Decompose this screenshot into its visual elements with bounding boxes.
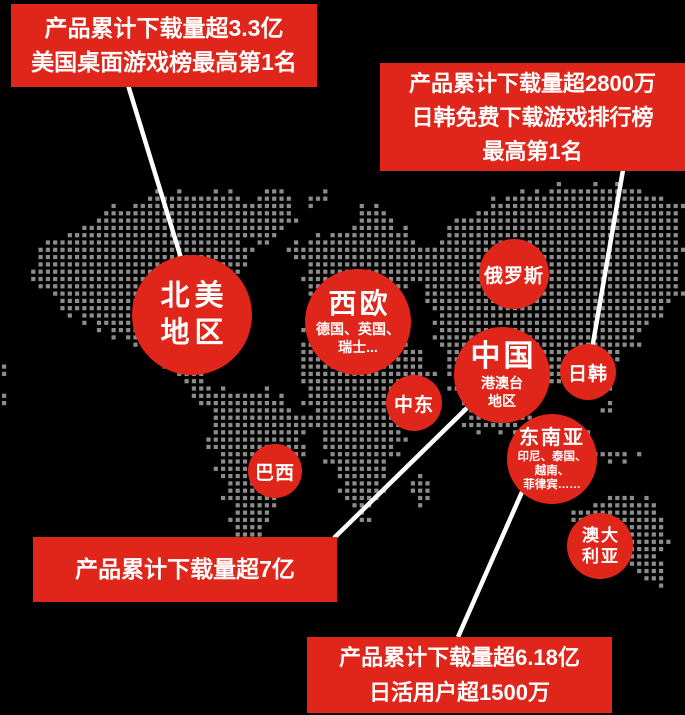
region-title-line: 地区: [160, 317, 229, 349]
region-title: 中国: [470, 340, 537, 373]
region-bubble-china: 中国 港澳台 地区: [454, 327, 550, 423]
region-bubble-southeast-asia: 东南亚 印尼、泰国、 越南、 菲律宾……: [507, 414, 597, 504]
region-title-line: 利亚: [582, 547, 620, 566]
region-bubble-brazil: 巴西: [248, 444, 302, 498]
callout-text-line: 产品累计下载量超6.18亿: [339, 645, 580, 670]
region-subtitle-line: 瑞士...: [338, 339, 378, 355]
connector-line-southeast-asia: [455, 491, 525, 638]
region-subtitle-line: 越南、: [534, 465, 570, 477]
region-subtitle-line: 港澳台: [481, 375, 523, 391]
connector-line-japan-korea: [589, 169, 626, 350]
connector-lines: [125, 84, 626, 638]
region-subtitle-line: 德国、英国、: [316, 321, 400, 337]
callout-north-america: 产品累计下载量超3.3亿 美国桌面游戏榜最高第1名: [11, 4, 317, 87]
callout-text-line: 最高第1名: [482, 139, 583, 164]
region-subtitle-line: 印尼、泰国、: [517, 451, 587, 463]
region-title-line: 澳大: [582, 526, 620, 545]
callout-text-line: 日活用户超1500万: [369, 680, 550, 705]
region-title-line: 北美: [160, 280, 229, 312]
callout-southeast-asia: 产品累计下载量超6.18亿 日活用户超1500万: [307, 637, 612, 713]
callout-text-line: 产品累计下载量超2800万: [409, 71, 656, 96]
callout-text-line: 日韩免费下载游戏排行榜: [411, 105, 654, 130]
region-bubble-north-america: 北美 地区: [132, 255, 252, 375]
region-bubble-west-europe: 西欧 德国、英国、 瑞士...: [305, 269, 411, 375]
callout-japan-korea: 产品累计下载量超2800万 日韩免费下载游戏排行榜 最高第1名: [380, 63, 685, 171]
region-title: 俄罗斯: [483, 265, 544, 287]
connector-line-north-america: [125, 84, 184, 259]
callout-text-line: 美国桌面游戏榜最高第1名: [31, 49, 297, 75]
callout-text-line: 产品累计下载量超3.3亿: [44, 15, 284, 41]
callout-china: 产品累计下载量超7亿: [33, 537, 337, 602]
region-title: 西欧: [328, 288, 391, 319]
region-title: 巴西: [254, 462, 295, 484]
callout-text-line: 产品累计下载量超7亿: [75, 556, 295, 582]
region-bubble-japan-korea: 日韩: [560, 344, 616, 400]
region-bubble-middle-east: 中东: [386, 375, 442, 431]
region-subtitle-line: 地区: [488, 393, 516, 409]
connector-line-china: [332, 406, 469, 540]
region-subtitle-line: 菲律宾……: [523, 479, 581, 491]
region-title: 中东: [393, 394, 434, 416]
region-title: 日韩: [567, 363, 608, 385]
region-bubble-russia: 俄罗斯: [479, 239, 549, 309]
region-title: 东南亚: [519, 427, 585, 449]
region-bubble-australia: 澳大 利亚: [567, 513, 633, 579]
